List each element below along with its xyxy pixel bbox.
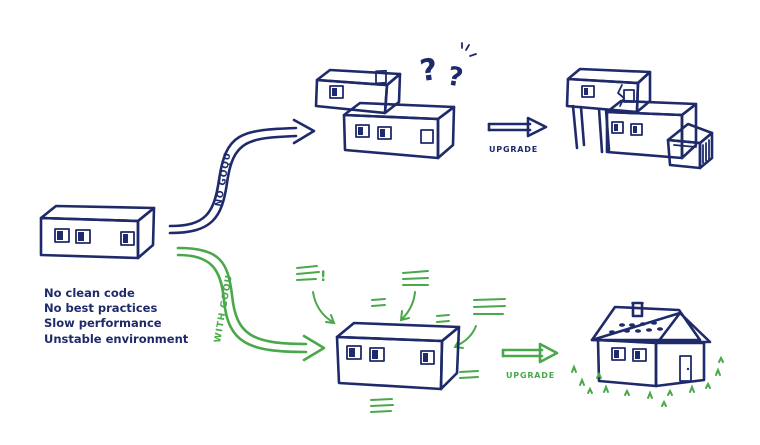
bottom-upgrade-arrow [501, 342, 559, 364]
with-goqu-path-arrow [176, 246, 326, 362]
bottom-upgrade-label: UPGRADE [506, 371, 555, 380]
makeshift-house-icon [565, 67, 714, 170]
spark-marks [461, 42, 477, 57]
green-code-marks [296, 265, 506, 413]
start-container-icon [39, 204, 156, 260]
grass-tufts [571, 355, 724, 407]
top-upgrade-arrow [487, 116, 548, 138]
problem-item: No best practices [44, 301, 158, 316]
problems-list: No clean code No best practices Slow per… [44, 286, 188, 347]
question-mark-2: ? [445, 61, 465, 93]
problem-item: Slow performance [44, 316, 162, 331]
no-goqu-label: NO GOQU [214, 151, 233, 207]
goqu-container-icon [335, 321, 461, 391]
finished-house-icon [590, 301, 712, 388]
exclamation-mark: ! [320, 269, 326, 285]
top-upgrade-label: UPGRADE [489, 145, 538, 154]
no-goqu-path-arrow [168, 118, 316, 235]
question-mark-1: ? [418, 52, 440, 89]
problem-item: Unstable environment [44, 331, 189, 346]
with-goqu-label: WITH GOQU [213, 274, 235, 344]
stacked-containers-icon [314, 68, 456, 160]
problem-item: No clean code [44, 286, 135, 300]
